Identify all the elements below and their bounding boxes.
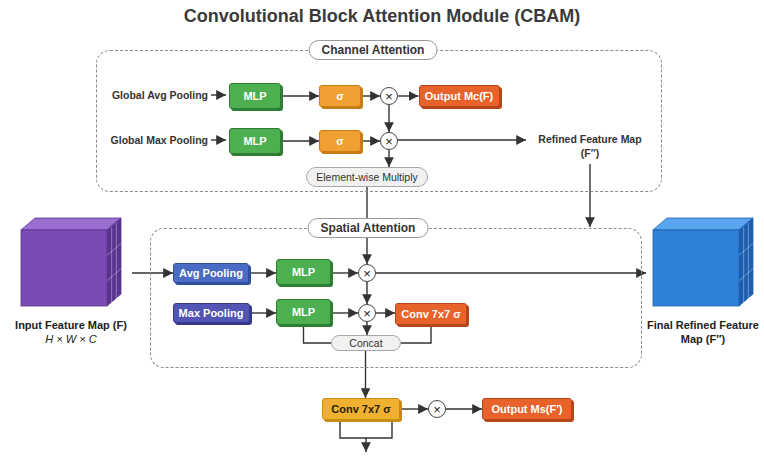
cube-grid bbox=[107, 243, 121, 255]
flow-arrow bbox=[365, 351, 366, 398]
mlp-block: MLP bbox=[229, 128, 281, 154]
cube-grid bbox=[107, 269, 121, 281]
flow-arrow bbox=[446, 408, 482, 409]
mlp-block: MLP bbox=[276, 259, 331, 285]
cube-shape bbox=[10, 216, 132, 312]
flow-arrow bbox=[400, 408, 428, 409]
output-feature-cube: Final Refined Feature Map (F″) bbox=[646, 216, 760, 352]
block-label: × bbox=[385, 90, 393, 103]
refined-arrow bbox=[397, 139, 526, 140]
conv-block: Conv 7x7 σ bbox=[395, 303, 467, 325]
block-label: Concat bbox=[349, 337, 382, 349]
feedback-line bbox=[340, 421, 392, 438]
flow-arrow bbox=[401, 325, 431, 343]
block-label: × bbox=[363, 307, 371, 320]
block-label: Avg Pooling bbox=[179, 267, 243, 279]
flow-arrow bbox=[398, 95, 419, 96]
pooling-label: Global Avg Pooling bbox=[112, 88, 208, 102]
output-arrow bbox=[365, 438, 366, 452]
refined-arrow bbox=[589, 164, 590, 227]
multiply-op: × bbox=[358, 264, 376, 282]
diagram-title: Convolutional Block Attention Module (CB… bbox=[0, 6, 764, 27]
channel-attention-region: Channel AttentionMLPσ×Output Mc(F)MLPσ×E… bbox=[96, 50, 662, 192]
cube-side bbox=[739, 218, 753, 306]
flow-arrow bbox=[376, 312, 395, 313]
block-label: MLP bbox=[243, 90, 266, 102]
block-label: MLP bbox=[243, 135, 266, 147]
cube-side bbox=[107, 218, 121, 306]
cube-front bbox=[653, 230, 739, 306]
input-arrow bbox=[211, 94, 226, 95]
multiply-pill: Element-wise Multiply bbox=[306, 167, 428, 187]
flow-arrow bbox=[376, 272, 646, 273]
flow-arrow bbox=[304, 325, 332, 343]
multiply-op: × bbox=[380, 132, 398, 150]
cube-grid bbox=[116, 223, 117, 299]
block-label: Output Ms(F′) bbox=[491, 403, 562, 415]
block-label: Max Pooling bbox=[179, 307, 244, 319]
flow-arrow bbox=[388, 105, 389, 132]
cube-grid bbox=[748, 223, 749, 299]
block-label: σ bbox=[336, 135, 344, 147]
flow-arrow bbox=[366, 322, 367, 335]
cube-grid bbox=[111, 227, 112, 303]
pooling-block: Avg Pooling bbox=[173, 263, 249, 283]
pooling-label: Global Max Pooling bbox=[111, 133, 208, 147]
cube-front bbox=[21, 230, 107, 306]
sigmoid-block: σ bbox=[319, 85, 361, 107]
mlp-block: MLP bbox=[276, 299, 331, 325]
cube-grid bbox=[743, 227, 744, 303]
mlp-block: MLP bbox=[229, 83, 281, 109]
concat-pill: Concat bbox=[331, 335, 401, 351]
flow-arrow bbox=[281, 95, 319, 96]
multiply-op: × bbox=[428, 400, 446, 418]
block-label: Element-wise Multiply bbox=[316, 171, 418, 183]
block-label: × bbox=[363, 267, 371, 280]
block-label: σ bbox=[336, 90, 344, 102]
spatial-attention-region: Spatial AttentionAvg PoolingMLP×Max Pool… bbox=[150, 228, 642, 368]
block-label: × bbox=[433, 403, 441, 416]
block-label: MLP bbox=[292, 266, 315, 278]
cube-top bbox=[21, 218, 121, 230]
flow-arrow bbox=[361, 140, 380, 141]
region-title: Channel Attention bbox=[309, 40, 438, 60]
cube-top bbox=[653, 218, 753, 230]
region-title: Spatial Attention bbox=[308, 218, 429, 238]
cube-grid bbox=[739, 269, 753, 281]
flow-arrow bbox=[249, 272, 276, 273]
input-arrow bbox=[211, 139, 226, 140]
flow-arrow bbox=[132, 272, 173, 273]
block-label: Conv 7x7 σ bbox=[401, 308, 461, 320]
flow-arrow bbox=[361, 95, 380, 96]
feature-map-caption: Final Refined Feature Map (F″) bbox=[646, 318, 760, 346]
flow-arrow bbox=[366, 282, 367, 304]
flow-arrow bbox=[281, 140, 319, 141]
pooling-block: Max Pooling bbox=[173, 303, 250, 323]
flow-arrow bbox=[388, 150, 389, 167]
output-box: Output Ms(F′) bbox=[482, 398, 572, 420]
feature-map-caption: H × W × C bbox=[10, 332, 132, 346]
block-label: MLP bbox=[292, 306, 315, 318]
block-label: × bbox=[385, 135, 393, 148]
conv-block: Conv 7x7 σ bbox=[322, 398, 400, 420]
sigmoid-block: σ bbox=[319, 130, 361, 152]
block-label: Output Mc(F) bbox=[425, 90, 493, 102]
block-label: Conv 7x7 σ bbox=[331, 403, 391, 415]
input-feature-cube: Input Feature Map (F)H × W × C bbox=[10, 216, 132, 352]
flow-arrow bbox=[250, 312, 277, 313]
cube-grid bbox=[739, 243, 753, 255]
flow-arrow bbox=[331, 272, 358, 273]
feature-map-caption: Input Feature Map (F) bbox=[10, 318, 132, 332]
cube-shape bbox=[646, 216, 760, 312]
flow-arrow bbox=[331, 312, 358, 313]
multiply-op: × bbox=[358, 304, 376, 322]
output-box: Output Mc(F) bbox=[419, 85, 500, 107]
feature-map-label: Refined Feature Map (F″) bbox=[530, 132, 650, 160]
multiply-op: × bbox=[380, 87, 398, 105]
